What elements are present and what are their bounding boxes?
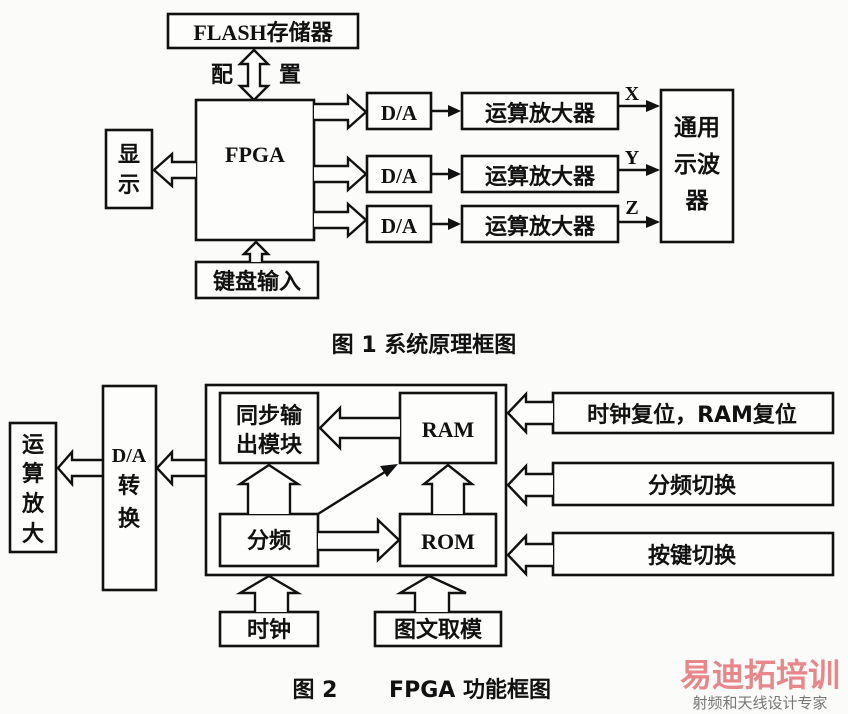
op-amp-label: 运算放大器: [485, 214, 596, 240]
arrow-from-keyboard-icon: [241, 240, 271, 262]
bus-arrow-icon: [314, 201, 368, 239]
divider-switch-label: 分频切换: [648, 473, 737, 499]
rom-label: ROM: [421, 529, 475, 554]
arrowhead-icon: [646, 100, 660, 112]
channel-x: D/A 运算放大器 X: [314, 83, 660, 131]
watermark: 易迪拓培训 射频和天线设计专家: [680, 656, 840, 712]
da-box: [365, 154, 433, 194]
op-amp-char-4: 大: [22, 522, 44, 547]
op-amp-label: 运算放大器: [485, 101, 596, 127]
op-amp-label: 运算放大器: [485, 164, 596, 190]
oscilloscope-box: [659, 88, 735, 244]
da-label: D/A: [381, 214, 418, 238]
display-label-1: 显: [118, 143, 140, 168]
channel-y: D/A 运算放大器 Y: [314, 147, 660, 194]
arrow-divider-to-sync-icon: [235, 463, 303, 514]
channel-label: Y: [625, 147, 640, 169]
config-double-arrow-icon: [237, 48, 271, 102]
arrow-to-da-icon: [155, 448, 206, 488]
arrow-divider-switch-icon: [506, 462, 553, 508]
da-converter-char-2: 换: [118, 506, 141, 532]
arrowhead-icon: [448, 105, 461, 117]
da-label: D/A: [381, 164, 418, 188]
flash-memory-label: FLASH存储器: [193, 20, 333, 45]
arrow-ram-to-sync-icon: [318, 405, 400, 451]
arrowhead-icon: [646, 216, 660, 228]
arrow-key-switch-icon: [506, 532, 553, 578]
op-amp-char-3: 放: [21, 491, 45, 517]
op-amp-box: [460, 204, 620, 244]
arrowhead-icon: [448, 218, 461, 230]
divider-label: 分频: [247, 529, 291, 554]
sync-output-box: [218, 391, 320, 465]
op-amp-box: [460, 154, 620, 194]
key-switch-box: [551, 531, 835, 577]
glyph-extraction-box: [373, 610, 503, 648]
da-converter-char-1: 转: [118, 473, 140, 499]
figure-2-caption-prefix: 图 2: [293, 678, 338, 703]
config-label-left: 配: [211, 63, 233, 88]
flash-memory-box: [166, 12, 360, 50]
config-label-right: 置: [279, 63, 301, 88]
da-converter-box: [101, 384, 158, 592]
fpga-label: FPGA: [225, 142, 285, 167]
oscilloscope-label-1: 通用: [674, 115, 720, 141]
channel-label: Z: [625, 197, 638, 219]
op-amp-box: [460, 91, 620, 131]
channel-z: D/A 运算放大器 Z: [314, 197, 660, 244]
reset-label: 时钟复位，RAM复位: [587, 402, 797, 428]
sync-output-label-2: 出模块: [236, 433, 303, 458]
ram-box: [398, 391, 498, 465]
key-switch-label: 按键切换: [648, 543, 737, 569]
signal-line-divider-to-ram: [317, 468, 389, 516]
op-amp-char-1: 运: [22, 433, 44, 458]
da-label: D/A: [381, 101, 418, 125]
arrow-clock-to-divider-icon: [235, 574, 303, 612]
fpga-box: [194, 98, 316, 242]
bus-arrow-icon: [314, 93, 368, 131]
watermark-title: 易迪拓培训: [680, 656, 840, 694]
arrow-glyph-to-rom-icon: [395, 574, 467, 612]
oscilloscope-label-3: 器: [685, 188, 710, 214]
display-box: [104, 128, 154, 210]
figure-2-caption-text: FPGA 功能框图: [389, 677, 551, 703]
op-amp-box: [8, 421, 58, 554]
arrow-divider-to-rom-icon: [318, 517, 401, 563]
clock-label: 时钟: [247, 617, 291, 643]
bus-arrow-icon: [314, 155, 368, 193]
figure-2: 运 算 放 大 D/A 转 换 同步输 出模块 RAM 分频 ROM: [8, 383, 835, 703]
channel-label: X: [625, 83, 640, 105]
op-amp-char-2: 算: [22, 461, 44, 487]
arrow-reset-icon: [506, 390, 553, 436]
arrowhead-icon: [646, 164, 660, 176]
arrowhead-icon: [380, 464, 398, 477]
figure-1: FLASH存储器 配 置 FPGA 显 示 键盘输入 D/A 运算放大器 X: [104, 12, 735, 358]
glyph-extraction-label: 图文取模: [394, 617, 483, 643]
keyboard-input-label: 键盘输入: [213, 269, 301, 295]
arrow-rom-to-ram-icon: [420, 463, 476, 514]
reset-box: [551, 391, 835, 435]
arrowhead-icon: [448, 168, 461, 180]
arrow-to-op-amp-icon: [56, 448, 103, 488]
oscilloscope-label-2: 示波: [674, 152, 721, 178]
ram-label: RAM: [422, 417, 475, 442]
display-label-2: 示: [118, 173, 140, 198]
arrow-to-display-icon: [152, 151, 196, 189]
da-converter-label: D/A: [112, 445, 147, 467]
watermark-subtitle: 射频和天线设计专家: [692, 694, 827, 712]
sync-output-label-1: 同步输: [236, 403, 303, 429]
figure-1-caption: 图 1 系统原理框图: [332, 332, 517, 358]
